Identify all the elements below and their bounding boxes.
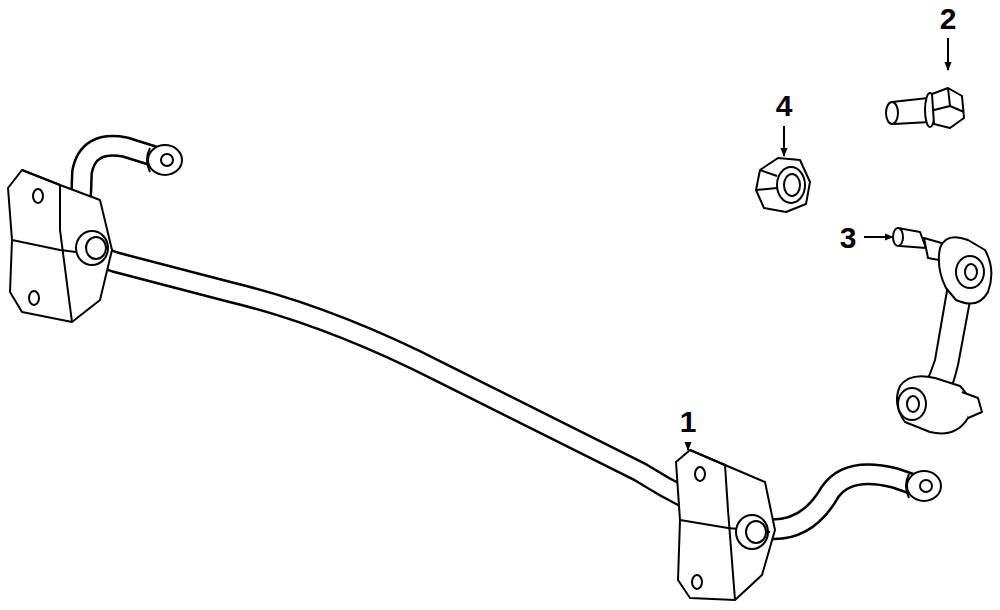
ball-joint-center — [907, 396, 919, 412]
bolt-hole — [695, 467, 705, 481]
nut-body — [756, 158, 810, 212]
eye-edge — [906, 474, 909, 498]
callout-number: 1 — [680, 407, 697, 437]
leader-lines — [688, 38, 948, 450]
bolt-hole — [29, 291, 39, 305]
bolt-hole — [33, 189, 43, 203]
leader-arrow — [687, 442, 689, 450]
eye-hole — [920, 480, 932, 492]
callout-number: 2 — [940, 4, 957, 34]
bolt-head-edge — [934, 88, 964, 112]
stabilizer-bar-outline — [80, 146, 918, 529]
ball-joint-center — [965, 264, 977, 280]
eye-edge — [147, 148, 150, 172]
bracket-left — [8, 170, 112, 322]
bushing-bore — [86, 237, 106, 259]
link-stud — [962, 392, 982, 418]
bushing-bracket — [8, 170, 112, 322]
bushing — [736, 515, 768, 549]
ball-joint — [939, 237, 992, 303]
leader-arrow — [783, 126, 785, 156]
bushing-bore — [746, 521, 766, 543]
eye-hole — [161, 154, 173, 166]
stabilizer-bar — [80, 146, 918, 529]
bolt-head — [932, 88, 964, 128]
bracket-right — [676, 450, 775, 600]
nut-edge — [756, 170, 777, 190]
stabilizer-link — [893, 228, 991, 433]
bushing — [76, 231, 108, 265]
bushing-bracket — [676, 450, 775, 600]
ball-joint — [897, 376, 970, 433]
nut-hole — [784, 174, 800, 196]
stud-tip — [893, 228, 903, 246]
leader-arrow — [947, 38, 949, 70]
bar-end-eye — [907, 471, 941, 501]
callout-number: 3 — [840, 223, 857, 253]
nut-face — [777, 167, 805, 203]
bracket-edge — [22, 170, 72, 322]
bar-end-eye — [148, 145, 182, 175]
callout-number: 4 — [776, 91, 793, 121]
bolt-tip — [886, 102, 898, 124]
nut — [756, 158, 810, 212]
ball-joint-face — [956, 256, 984, 288]
ball-joint-face — [898, 388, 926, 420]
bolt-hole — [692, 575, 702, 589]
flange-bolt — [886, 88, 964, 128]
bar-end-eye — [147, 145, 941, 501]
leader-arrow — [864, 236, 893, 238]
